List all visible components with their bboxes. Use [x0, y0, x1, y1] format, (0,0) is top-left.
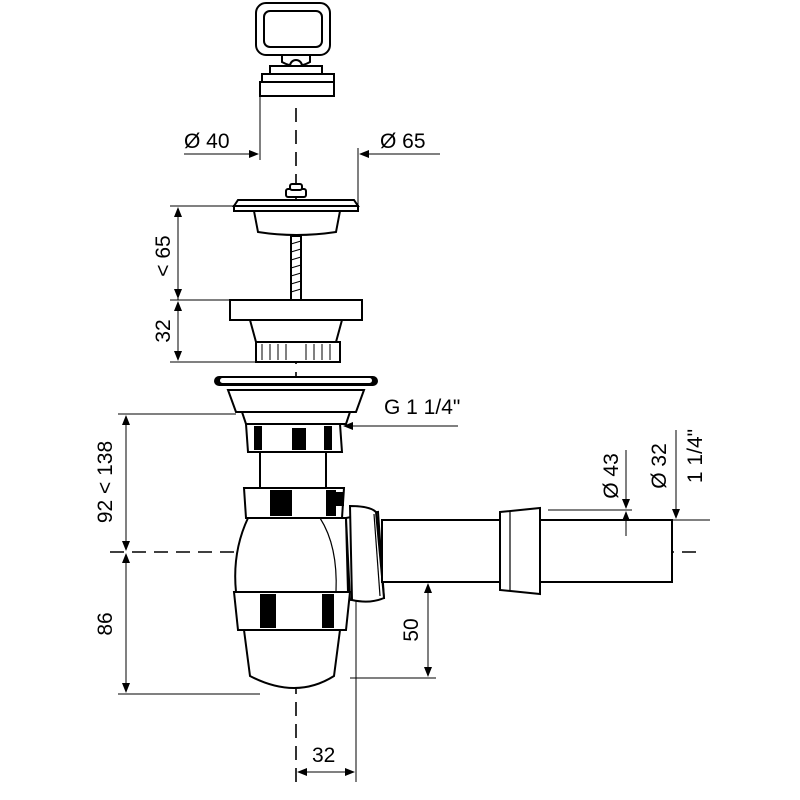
label-diameter-65: Ø 65: [380, 130, 426, 153]
dim-diameter-32: Ø 32 1 1/4": [648, 429, 710, 521]
label-height-86: 86: [94, 612, 117, 635]
label-height-32: 32: [152, 319, 175, 342]
label-height-50: 50: [400, 618, 423, 641]
rod-thread: [290, 240, 302, 293]
tail-pipe: [259, 451, 327, 491]
bottom-cup: [232, 591, 352, 689]
label-diameter-32: Ø 32: [648, 443, 671, 489]
drain-flange-body: [229, 299, 363, 363]
outlet-connector: [344, 504, 386, 603]
dim-trap-heights: 92 < 138 86: [94, 413, 260, 695]
dim-height-50: 50: [350, 581, 436, 679]
dim-diameter-40: Ø 40: [184, 96, 261, 160]
label-inch-1-1-4: 1 1/4": [684, 429, 707, 483]
label-width-32: 32: [312, 744, 335, 767]
coupling-nut: [244, 423, 344, 453]
label-diameter-40: Ø 40: [184, 130, 230, 153]
label-lt-65: < 65: [152, 235, 175, 276]
bottle-trap-body: [234, 517, 350, 593]
body-thread: [261, 344, 331, 360]
label-thread-g: G 1 1/4": [384, 396, 460, 419]
dim-width-32: 32: [297, 600, 357, 782]
label-diameter-43: Ø 43: [600, 453, 623, 499]
dim-strainer-heights: < 65 32: [152, 205, 256, 363]
label-range-92-138: 92 < 138: [94, 441, 117, 523]
dim-diameter-43: Ø 43: [548, 450, 632, 536]
callout-thread-g: G 1 1/4": [343, 396, 460, 430]
stopper-plug: [255, 2, 335, 97]
trap-nut: [242, 487, 346, 519]
dim-diameter-65: Ø 65: [357, 130, 440, 208]
lower-flange: [226, 389, 366, 425]
gasket: [214, 376, 378, 386]
outlet-pipe: [381, 506, 673, 596]
strainer-basket: [232, 183, 360, 303]
